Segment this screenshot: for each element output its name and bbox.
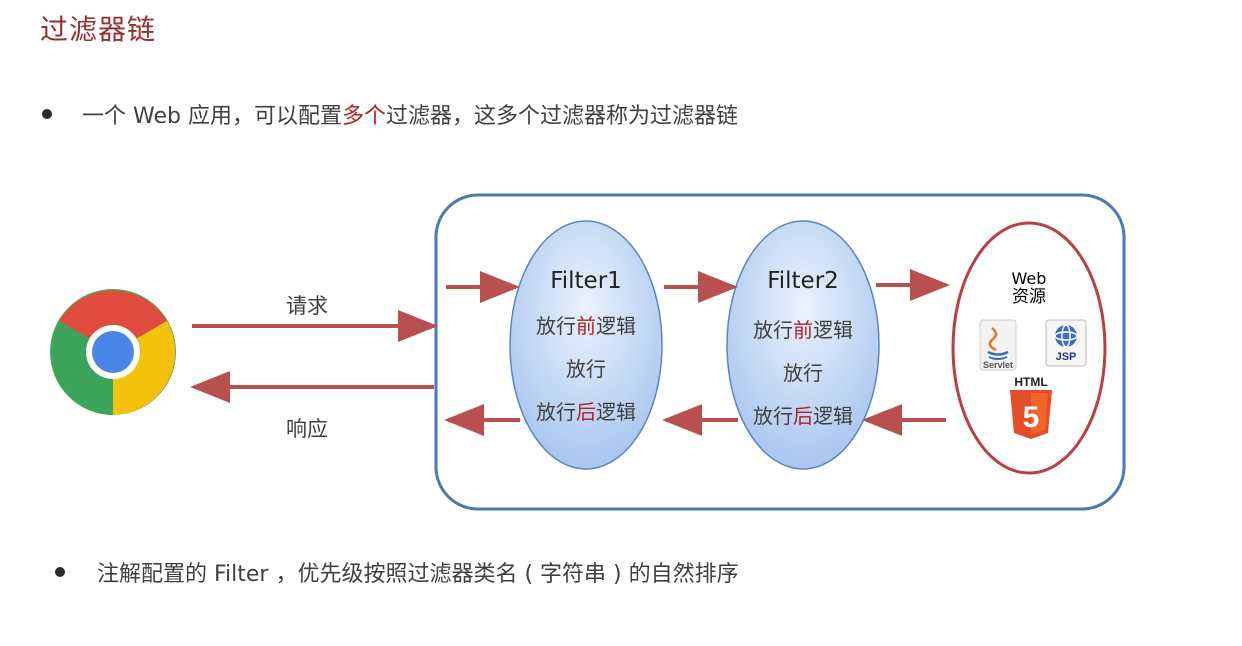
web-resource-label-line1: Web xyxy=(1011,269,1047,288)
page-title: 过滤器链 xyxy=(40,13,157,46)
filter1-pass: 放行 xyxy=(566,357,606,381)
bullet-dot xyxy=(55,567,65,577)
html5-icon: HTML 5 xyxy=(1010,375,1052,439)
filter2-before-logic: 放行前逻辑 xyxy=(753,318,853,342)
html5-icon-label: HTML xyxy=(1014,375,1047,389)
bullet-text-highlight: 多个 xyxy=(341,104,386,129)
filter1-after-logic: 放行后逻辑 xyxy=(536,400,636,424)
filter1-ellipse xyxy=(509,220,663,470)
request-label: 请求 xyxy=(286,294,328,318)
filter2-ellipse xyxy=(726,220,880,470)
bullet-text: 注解配置的 Filter ，优先级按照过滤器类名 ( 字符串 ) 的自然排序 xyxy=(97,562,739,587)
filter1-before-logic: 放行前逻辑 xyxy=(536,314,636,338)
servlet-icon-label: Servlet xyxy=(983,360,1013,370)
jsp-icon: JSP xyxy=(1045,319,1087,367)
server-container xyxy=(434,193,1126,511)
filter2-text: Filter2 放行前逻辑 放行 放行后逻辑 xyxy=(733,268,873,429)
servlet-icon: Servlet xyxy=(979,319,1017,371)
svg-text:5: 5 xyxy=(1023,401,1040,434)
bullet-text: 一个 Web 应用，可以配置多个过滤器，这多个过滤器称为过滤器链 xyxy=(82,98,738,130)
bullet-text-post: 过滤器，这多个过滤器称为过滤器链 xyxy=(385,104,738,129)
web-resource-label: Web 资源 xyxy=(994,269,1064,307)
bullet-dot xyxy=(42,109,52,119)
bullet-item-priority: 注解配置的 Filter ，优先级按照过滤器类名 ( 字符串 ) 的自然排序 xyxy=(55,556,739,588)
chrome-browser-icon xyxy=(50,289,176,415)
web-resource-ellipse xyxy=(951,221,1107,475)
bullet-item-filter-chain: 一个 Web 应用，可以配置多个过滤器，这多个过滤器称为过滤器链 xyxy=(42,98,738,130)
filter2-pass: 放行 xyxy=(783,361,823,385)
jsp-icon-label: JSP xyxy=(1056,351,1077,363)
bullet-text-pre: 一个 Web 应用，可以配置 xyxy=(82,104,342,129)
filter2-name: Filter2 xyxy=(767,268,839,294)
web-resource-label-line2: 资源 xyxy=(1012,287,1046,307)
response-label: 响应 xyxy=(286,417,328,441)
filter1-text: Filter1 放行前逻辑 放行 放行后逻辑 xyxy=(516,268,656,425)
filter1-name: Filter1 xyxy=(550,268,622,294)
filter2-after-logic: 放行后逻辑 xyxy=(753,404,853,428)
